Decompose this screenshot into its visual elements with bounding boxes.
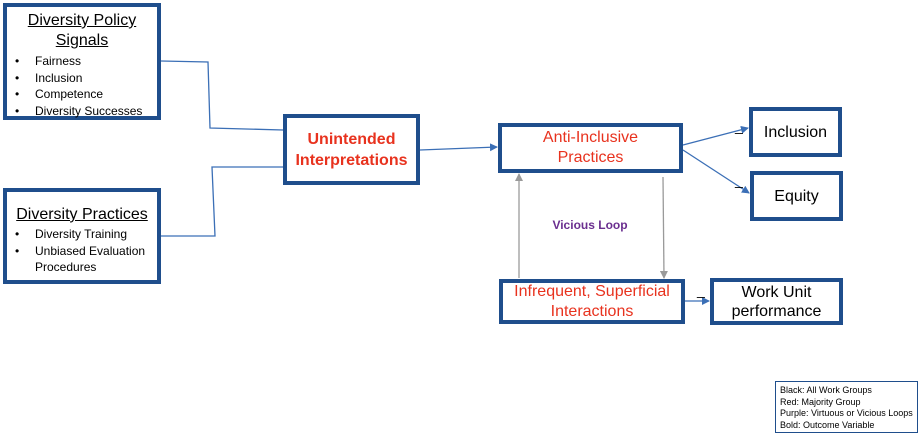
- negative-sign-work-unit: _: [697, 282, 705, 298]
- bullet-icon: •: [15, 70, 20, 85]
- arrow-anti-to-equity: [682, 149, 750, 194]
- bullet-icon: •: [15, 87, 20, 101]
- list-item-continuation: Procedures: [35, 260, 97, 274]
- anti-inclusive-practices-box: Anti-Inclusive Practices: [498, 123, 683, 173]
- list-item: •Fairness: [11, 53, 142, 70]
- diversity-policy-signals-list: •Fairness •Inclusion •Competence •Divers…: [11, 53, 142, 119]
- list-item: •Unbiased Evaluation: [11, 243, 145, 260]
- inclusion-outcome-label: Inclusion: [763, 123, 828, 141]
- negative-sign-equity: _: [735, 172, 743, 188]
- work-unit-performance-box: Work Unit performance: [710, 278, 843, 325]
- negative-sign-inclusion: _: [735, 118, 743, 134]
- bullet-icon: •: [15, 227, 20, 241]
- work-unit-performance-label: Work Unit performance: [731, 283, 822, 320]
- unintended-interpretations-label: Unintended Interpretations: [295, 130, 408, 169]
- infrequent-interactions-box: Infrequent, Superficial Interactions: [499, 279, 685, 324]
- bullet-icon: •: [15, 54, 20, 68]
- anti-inclusive-practices-label: Anti-Inclusive Practices: [542, 129, 639, 166]
- bullet-icon: •: [15, 103, 20, 118]
- list-item: •Diversity Training: [11, 226, 145, 243]
- arrow-anti-to-infrequent: [659, 176, 668, 279]
- unintended-interpretations-box: Unintended Interpretations: [283, 114, 420, 185]
- legend-item: Black: All Work Groups: [780, 385, 872, 395]
- infrequent-interactions-label: Infrequent, Superficial Interactions: [514, 282, 670, 320]
- bullet-icon: •: [15, 243, 20, 258]
- diversity-policy-signals-box: Diversity Policy Signals •Fairness •Incl…: [3, 3, 161, 120]
- arrow-anti-to-inclusion: [682, 125, 749, 146]
- connector-practices-to-unintended: [161, 166, 283, 237]
- arrow-unintended-to-anti: [419, 143, 498, 152]
- color-legend: Black: All Work Groups Red: Majority Gro…: [775, 381, 918, 433]
- diversity-policy-signals-title: Diversity Policy Signals: [27, 12, 137, 49]
- diversity-practices-list: •Diversity Training •Unbiased Evaluation…: [11, 226, 145, 276]
- list-item: •Competence: [11, 86, 142, 103]
- diversity-practices-box: Diversity Practices •Diversity Training …: [3, 188, 161, 284]
- legend-item: Purple: Virtuous or Vicious Loops: [780, 408, 913, 418]
- connector-policy-to-unintended: [160, 60, 284, 131]
- list-item: •Inclusion: [11, 70, 142, 87]
- legend-item: Bold: Outcome Variable: [780, 419, 875, 430]
- diversity-practices-title: Diversity Practices: [16, 206, 148, 223]
- equity-outcome-box: Equity: [750, 171, 843, 221]
- list-item: •Diversity Successes: [11, 103, 142, 120]
- inclusion-outcome-box: Inclusion: [749, 107, 842, 157]
- vicious-loop-label: Vicious Loop: [552, 218, 628, 232]
- legend-item: Red: Majority Group: [780, 396, 861, 407]
- equity-outcome-label: Equity: [774, 187, 819, 205]
